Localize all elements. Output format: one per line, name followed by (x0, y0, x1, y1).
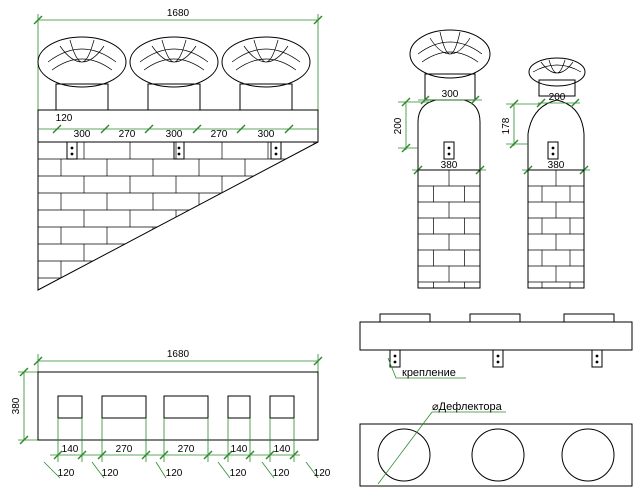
section-deflector-base-2 (469, 313, 521, 323)
plan-height-label: 380 (11, 397, 22, 414)
deflector-hole-2 (471, 428, 525, 482)
small-bracket (547, 141, 559, 160)
turbine-deflector-2 (129, 36, 219, 111)
plan-width-label: 1680 (167, 349, 190, 360)
plan-opening-1 (57, 395, 83, 419)
section-slab (359, 321, 633, 351)
large-height-dimension: 200 (393, 97, 430, 153)
turbine-deflector-3 (221, 36, 311, 111)
small-deflector-label: 200 (549, 92, 566, 103)
front-segment-label-4: 270 (211, 129, 228, 140)
plan-gap-label-1: 120 (58, 468, 75, 479)
plan-opening-2 (101, 395, 147, 419)
deflector-hole-3 (561, 428, 615, 482)
large-height-label: 200 (393, 117, 404, 134)
large-brick-column (417, 169, 481, 289)
side-view-small: 200 178 380 (501, 57, 590, 289)
front-segment-dimensions: 120 300 270 300 270 300 (38, 113, 318, 140)
plan-opening-label-2: 270 (116, 444, 133, 455)
plan-height-dimension: 380 (11, 367, 38, 445)
deflector-diameter-callout: ⌀Дефлектора (377, 401, 506, 485)
small-base-label: 380 (548, 160, 565, 171)
small-height-label: 178 (501, 117, 512, 134)
side-view-large: 300 200 380 (393, 29, 491, 289)
plan-opening-4 (227, 395, 251, 419)
front-segment-label-5: 300 (258, 129, 275, 140)
small-height-dimension: 178 (501, 99, 540, 149)
small-cap (527, 99, 585, 171)
front-mounting-brackets (66, 141, 282, 160)
front-left-margin-label: 120 (56, 113, 73, 124)
plan-opening-label-1: 140 (62, 444, 79, 455)
holes-slab (359, 423, 633, 487)
holes-view: ⌀Дефлектора (359, 401, 633, 487)
small-brick-column (527, 169, 585, 289)
front-segment-label-1: 300 (74, 129, 91, 140)
turbine-deflector-small (528, 57, 586, 97)
front-brick-wall (37, 141, 319, 291)
plan-opening-dimensions: 140 270 270 140 140 (50, 418, 300, 462)
plan-gap-label-2: 120 (102, 468, 119, 479)
section-deflector-base-3 (563, 313, 615, 323)
front-width-label: 1680 (167, 8, 190, 19)
plan-gap-label-5: 120 (273, 468, 290, 479)
section-view: крепление (359, 313, 633, 379)
plan-opening-5 (269, 395, 295, 419)
deflector-hole-1 (377, 428, 431, 482)
plan-opening-label-5: 140 (274, 444, 291, 455)
small-deflector-dimension: 200 (536, 92, 580, 108)
front-view: 1680 (33, 8, 323, 291)
front-width-dimension: 1680 (33, 8, 323, 110)
mounting-callout-label: крепление (402, 367, 456, 379)
front-segment-label-2: 270 (119, 129, 136, 140)
plan-width-dimension: 1680 (33, 349, 323, 372)
front-segment-label-3: 300 (166, 129, 183, 140)
plan-opening-3 (163, 395, 209, 419)
deflector-diameter-label: ⌀Дефлектора (432, 401, 503, 413)
plan-gap-label-6: 120 (314, 468, 331, 479)
plan-outline (37, 371, 319, 441)
plan-opening-label-3: 270 (178, 444, 195, 455)
section-deflector-base-1 (379, 313, 431, 323)
plan-gap-label-4: 120 (230, 468, 247, 479)
plan-opening-label-4: 140 (231, 444, 248, 455)
large-bracket (443, 141, 455, 160)
turbine-deflector-1 (37, 36, 127, 111)
large-deflector-dimension: 300 (418, 89, 482, 105)
plan-gap-label-3: 120 (166, 468, 183, 479)
plan-gap-dimensions: 120 120 120 120 120 120 (43, 461, 331, 479)
plan-openings (57, 395, 295, 419)
mounting-callout: крепление (387, 357, 466, 379)
section-brackets (389, 349, 603, 368)
large-base-label: 380 (441, 160, 458, 171)
plan-view: 1680 380 (11, 349, 331, 479)
large-deflector-label: 300 (442, 89, 459, 100)
